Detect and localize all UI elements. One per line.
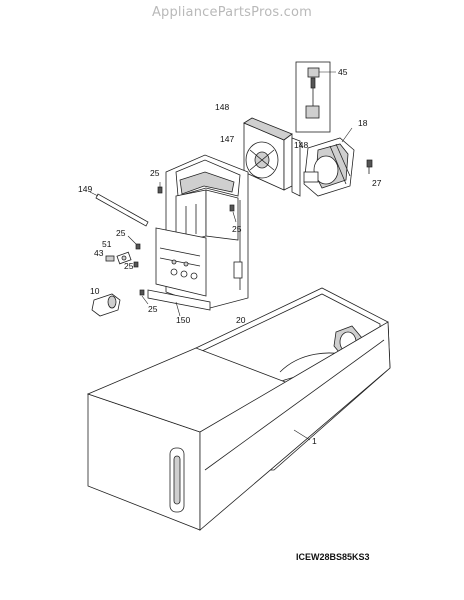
part-45-switch[interactable]	[295, 61, 336, 133]
callout-25-mid: 25	[124, 261, 134, 271]
part-147-fan-blade[interactable]	[245, 141, 279, 179]
callout-149: 149	[78, 184, 92, 194]
callout-150: 150	[176, 315, 190, 325]
part-150-bar[interactable]	[147, 289, 211, 317]
callout-18: 18	[358, 118, 368, 128]
callout-20: 20	[236, 315, 246, 325]
model-code: ICEW28BS85KS3	[296, 552, 370, 562]
part-149-seal-strip[interactable]	[89, 191, 149, 227]
control-module	[155, 227, 207, 297]
callout-148-top: 148	[215, 102, 229, 112]
part-27-screw[interactable]	[366, 159, 373, 174]
part-10-grommet[interactable]	[91, 293, 121, 317]
callout-45: 45	[338, 67, 348, 77]
callout-25-bottom: 25	[148, 304, 158, 314]
callout-25-right: 25	[232, 224, 242, 234]
part-51-clip[interactable]	[116, 251, 132, 265]
callout-1: 1	[312, 436, 317, 446]
callout-43: 43	[94, 248, 104, 258]
callout-27: 27	[372, 178, 382, 188]
callout-25-left: 25	[116, 228, 126, 238]
part-18-auger-motor[interactable]	[303, 127, 355, 197]
watermark-text: AppliancePartsPros.com	[151, 5, 313, 20]
part-148-bracket[interactable]	[291, 137, 304, 197]
screws-25[interactable]	[127, 182, 237, 305]
part-43-switch[interactable]	[105, 255, 115, 262]
callout-25-top: 25	[150, 168, 160, 178]
callout-147: 147	[220, 134, 234, 144]
callout-148-right: 148	[294, 140, 308, 150]
callout-10: 10	[90, 286, 100, 296]
part-1-ice-bucket[interactable]	[86, 287, 391, 531]
callout-51: 51	[102, 239, 112, 249]
